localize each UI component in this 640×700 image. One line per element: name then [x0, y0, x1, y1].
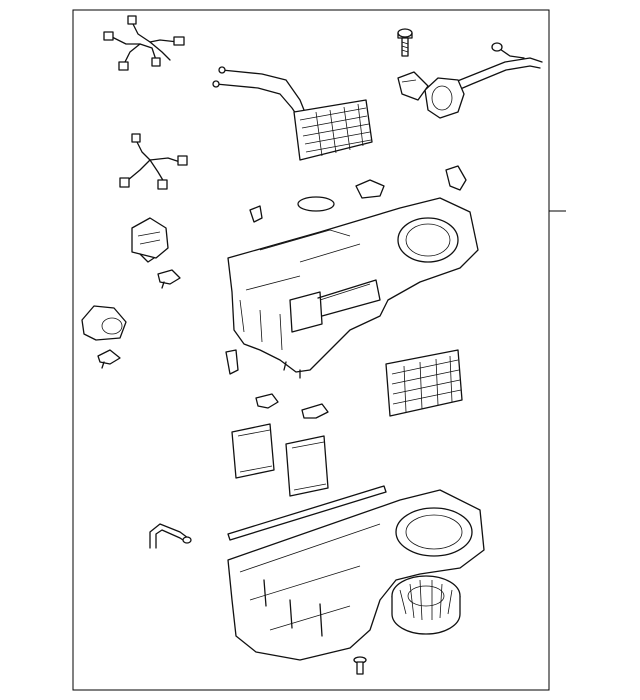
- blower-motor-fan[interactable]: [391, 575, 461, 635]
- drain-hose[interactable]: [149, 523, 192, 549]
- heater-case-lower[interactable]: [227, 489, 485, 661]
- mode-door-actuator[interactable]: [131, 217, 169, 263]
- seal-strip[interactable]: [227, 485, 387, 541]
- temperature-sensor[interactable]: [81, 305, 127, 369]
- diagram-frame: [72, 9, 550, 691]
- wire-harness-lower[interactable]: [119, 133, 188, 190]
- clip-small[interactable]: [157, 269, 181, 289]
- wire-harness-upper[interactable]: [103, 15, 185, 71]
- bolt[interactable]: [397, 28, 413, 57]
- heater-core-with-tubes[interactable]: [212, 66, 373, 161]
- evaporator-cores[interactable]: [231, 423, 329, 497]
- blower-motor-actuator-with-cable[interactable]: [397, 42, 543, 119]
- door-actuator[interactable]: [225, 165, 467, 375]
- heater-case-upper[interactable]: [227, 197, 479, 379]
- cabin-air-filter[interactable]: [385, 349, 463, 417]
- screw[interactable]: [353, 656, 367, 675]
- clip-small[interactable]: [255, 393, 329, 419]
